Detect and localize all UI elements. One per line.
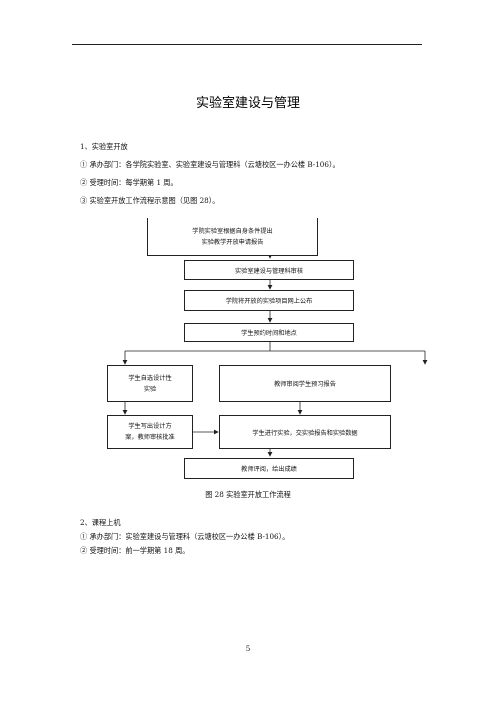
section1-item-3: ③ 实验室开放工作流程示意图（见图 28）。 (80, 196, 220, 205)
flow-box-apply: 学院实验室根据自身条件提出 实验教学开放申请报告 (147, 218, 318, 256)
flow-box-conduct-experiment: 学生进行实验，交实验报告和实验数据 (219, 415, 391, 449)
flow-box-design-plan-line2: 案，教师审核批准 (125, 434, 175, 441)
flow-box-publish: 学院将开放的实验项目网上公布 (184, 290, 354, 311)
flow-box-reserve: 学生预约时间和地点 (184, 323, 354, 342)
flow-box-preview-report: 教师审阅学生预习报告 (219, 365, 391, 402)
flow-box-grading: 教师评阅，给出成绩 (184, 458, 354, 479)
section1-item-1: ① 承办部门：各学院实验室、实验室建设与管理科（云塘校区一办公楼 B-106）。 (80, 160, 340, 169)
flow-box-apply-line1: 学院实验室根据自身条件提出 (192, 227, 273, 235)
section2-heading: 2、课程上机 (80, 518, 121, 527)
page-title: 实验室建设与管理 (195, 96, 300, 111)
flow-box-apply-line2: 实验教学开放申请报告 (201, 238, 264, 246)
flow-box-design-experiment: 学生自选设计性 实验 (107, 365, 193, 402)
section2-item-2: ② 受理时间：前一学期第 18 周。 (80, 546, 190, 555)
flow-box-design-experiment-line1: 学生自选设计性 (128, 374, 172, 382)
flow-box-design-plan: 学生写出设计方 案，教师审核批准 (107, 415, 193, 449)
page-number: 5 (245, 644, 251, 653)
section1-item-2: ② 受理时间：每学期第 1 周。 (80, 178, 178, 187)
flow-box-design-plan-line1: 学生写出设计方 (128, 423, 172, 430)
flow-box-review: 实验室建设与管理科审核 (184, 260, 354, 280)
flow-box-design-experiment-line2: 实验 (143, 385, 157, 393)
figure-caption: 图 28 实验室开放工作流程 (205, 490, 291, 499)
section1-heading: 1、实验室开放 (80, 142, 128, 151)
section2-item-1: ① 承办部门：实验室建设与管理科（云塘校区一办公楼 B-106）。 (80, 532, 290, 541)
header-rule (72, 44, 422, 45)
